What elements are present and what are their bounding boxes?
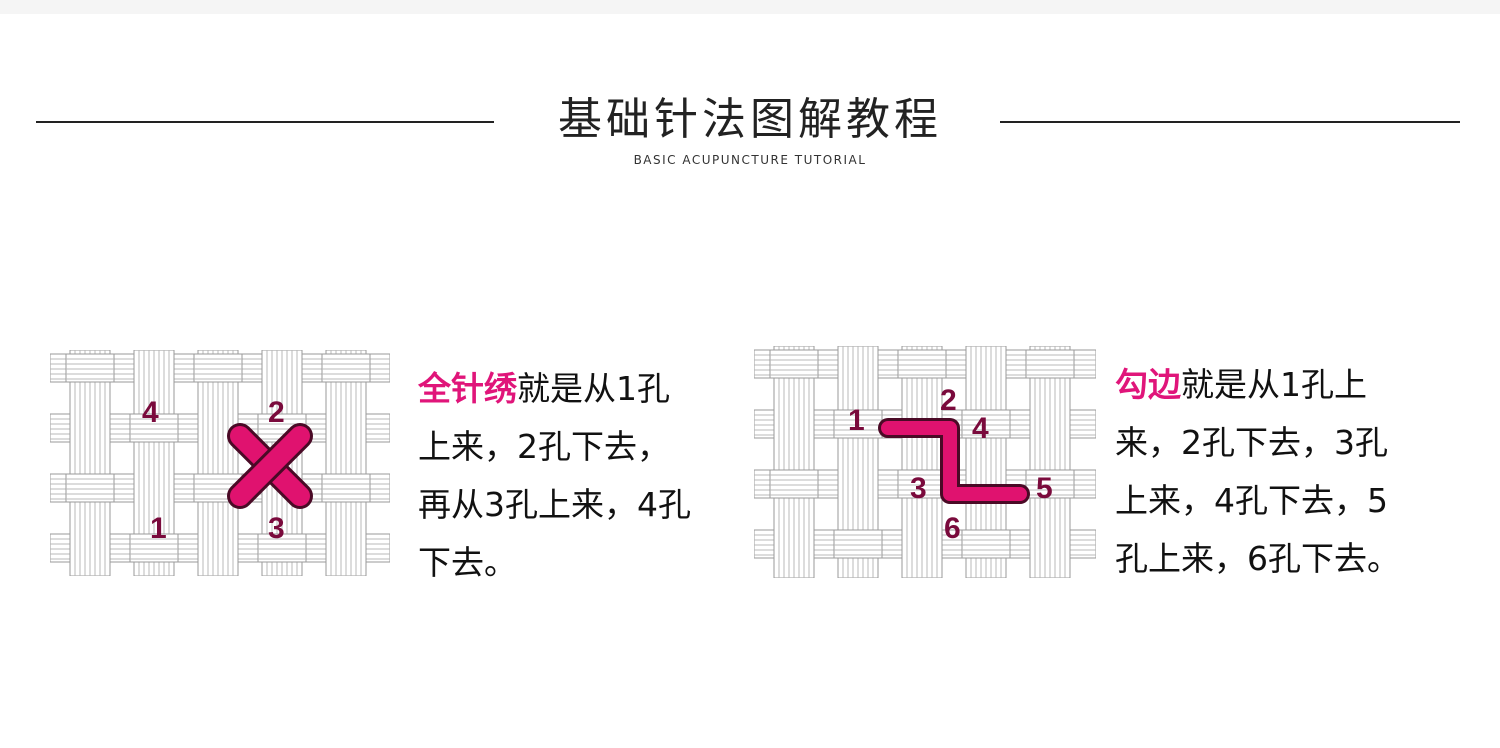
page-subtitle: BASIC ACUPUNCTURE TUTORIAL — [633, 153, 867, 167]
desc-line: 再从3孔上来，4孔 — [418, 485, 691, 524]
hole-label-1: 1 — [150, 512, 167, 545]
title-rule-left — [36, 121, 494, 123]
hole-label-4: 4 — [142, 396, 159, 429]
desc-line: 来，2孔下去，3孔 — [1115, 423, 1388, 462]
hole-label-4: 4 — [972, 412, 989, 445]
hole-label-1: 1 — [848, 404, 865, 437]
cross-stitch-description: 全针绣就是从1孔 上来，2孔下去， 再从3孔上来，4孔 下去。 — [418, 360, 728, 592]
cross-stitch-diagram: 1 2 3 4 — [50, 350, 390, 576]
hole-label-5: 5 — [1036, 472, 1053, 505]
hole-label-6: 6 — [944, 512, 961, 545]
fabric-weave — [754, 346, 1096, 578]
desc-line: 孔上来，6孔下去。 — [1115, 539, 1400, 578]
cross-stitch-thread — [227, 423, 313, 509]
fabric-weave — [50, 350, 390, 576]
title-rule-right — [1000, 121, 1460, 123]
outline-stitch-thread — [878, 418, 1030, 504]
hole-label-3: 3 — [268, 512, 285, 545]
outline-stitch-diagram: 1 2 3 4 5 6 — [754, 346, 1096, 578]
outline-stitch-name: 勾边 — [1115, 365, 1181, 404]
hole-label-2: 2 — [268, 396, 285, 429]
hole-label-3: 3 — [910, 472, 927, 505]
hole-label-2: 2 — [940, 384, 957, 417]
outline-stitch-description: 勾边就是从1孔上 来，2孔下去，3孔 上来，4孔下去，5 孔上来，6孔下去。 — [1115, 356, 1435, 588]
desc-line: 就是从1孔 — [517, 369, 670, 408]
page-title: 基础针法图解教程 — [558, 94, 942, 145]
desc-line: 上来，4孔下去，5 — [1115, 481, 1388, 520]
desc-line: 上来，2孔下去， — [418, 427, 670, 466]
desc-line: 下去。 — [418, 543, 517, 582]
desc-line: 就是从1孔上 — [1181, 365, 1367, 404]
cross-stitch-name: 全针绣 — [418, 369, 517, 408]
top-bar — [0, 0, 1500, 14]
